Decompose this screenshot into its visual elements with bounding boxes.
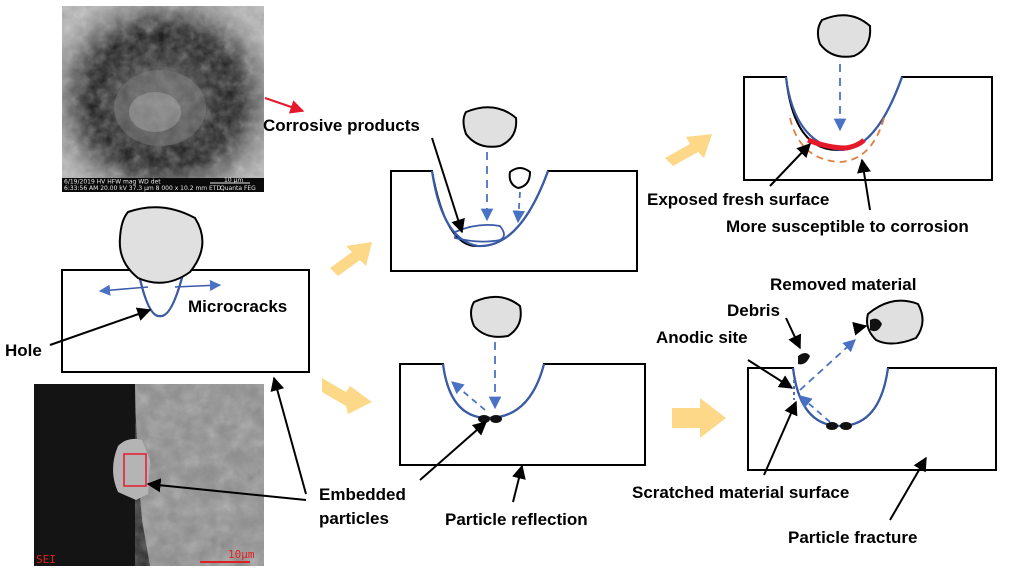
- fractured-particle-dot-2: [840, 422, 852, 430]
- embedded-particle-dot-1: [478, 415, 490, 423]
- flow-arrows: [322, 134, 726, 438]
- corrosion-diagram: [390, 106, 638, 272]
- removed-material-piece: [870, 318, 882, 332]
- label-exposed-fresh-surface: Exposed fresh surface: [647, 190, 829, 209]
- sem-image-corrosion-pit: 6/19/2019 HV HFW mag WD det 6:33:56 AM 2…: [62, 6, 264, 192]
- label-particle-reflection: Particle reflection: [445, 510, 588, 529]
- small-particle: [508, 167, 532, 190]
- label-removed-material: Removed material: [770, 275, 916, 294]
- corrosive-product-blob: [454, 223, 505, 243]
- particle-top-right: [816, 14, 872, 58]
- label-scratched-material-surface: Scratched material surface: [632, 483, 849, 502]
- sem-info-line2: 6:33:56 AM 20.00 kV 37.3 µm 8 000 x 10.2…: [64, 185, 221, 192]
- pointer-lines: [49, 137, 927, 521]
- red-pointer-arrow: [264, 97, 305, 114]
- label-embedded-line1: Embedded: [319, 485, 406, 504]
- label-hole: Hole: [5, 341, 42, 360]
- label-anodic-site: Anodic site: [656, 328, 748, 347]
- microcrack-left-arrow: [98, 284, 149, 296]
- label-corrosive-products: Corrosive products: [263, 116, 420, 135]
- sem-tag: SEI: [36, 553, 56, 566]
- reflection-diagram: [399, 295, 646, 466]
- embedded-particle-dot-2: [490, 415, 502, 423]
- particle-removed: [866, 299, 924, 345]
- scratch-diagram: [747, 299, 997, 471]
- sem-scale-text-bottom: 10µm: [228, 548, 255, 561]
- sem-brand: Quanta FEG: [220, 185, 256, 192]
- hole-diagram: [61, 206, 310, 373]
- exposed-surface-red: [807, 137, 866, 151]
- label-more-susceptible: More susceptible to corrosion: [726, 217, 969, 236]
- particle-large: [118, 206, 204, 284]
- corrosion-boundary-dashed: [789, 117, 885, 163]
- microcrack-right-arrow: [174, 279, 222, 292]
- debris-piece: [798, 353, 810, 365]
- label-microcracks: Microcracks: [188, 297, 287, 316]
- label-debris: Debris: [727, 301, 780, 320]
- hole-surface-line: [136, 269, 186, 318]
- fresh-surface-diagram: [743, 14, 993, 181]
- embedded-particle-blob: [113, 438, 150, 500]
- sem-info-line1: 6/19/2019 HV HFW mag WD det: [64, 179, 161, 186]
- label-embedded-line2: particles: [319, 509, 389, 528]
- particle-mid-bottom: [470, 295, 522, 338]
- label-particle-fracture: Particle fracture: [788, 528, 917, 547]
- particle-mid-top: [462, 106, 518, 148]
- sem-image-embedded-particle: SEI 10µm: [34, 384, 264, 566]
- sem-info-bar: [62, 178, 264, 192]
- sem-scale-text: 10 µm: [224, 177, 243, 184]
- fractured-particle-dot-1: [826, 422, 838, 430]
- red-highlight-box: [123, 453, 147, 487]
